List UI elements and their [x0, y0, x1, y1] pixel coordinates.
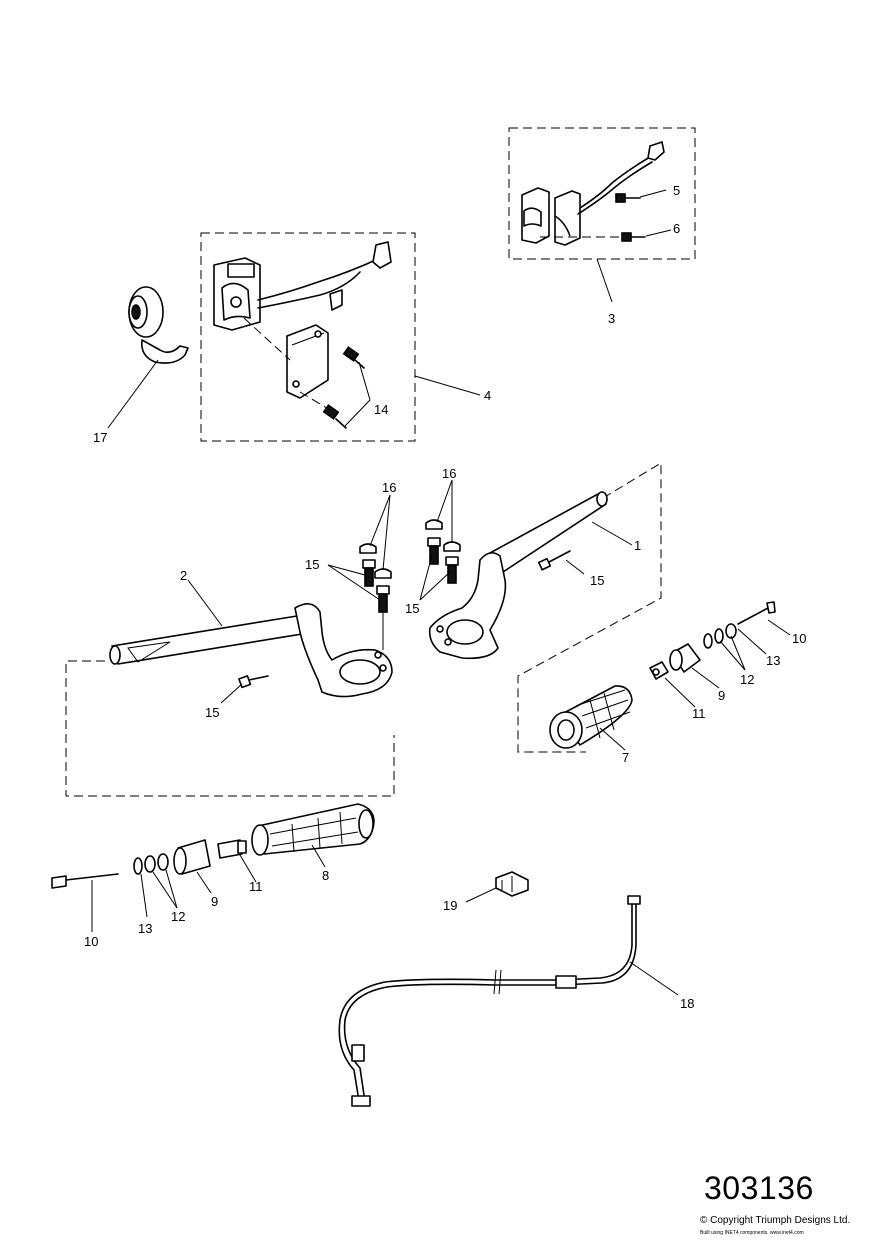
bar-end-weight-9-right	[669, 643, 701, 673]
callout-18: 18	[680, 996, 694, 1011]
bolt-10-right	[737, 601, 776, 625]
callout-14: 14	[374, 402, 388, 417]
cap-16-c	[425, 519, 443, 530]
screw-5	[615, 193, 641, 203]
switch-boot-17	[128, 286, 189, 364]
callout-1: 1	[634, 538, 641, 553]
callout-15-b: 15	[405, 601, 419, 616]
callout-9-left: 9	[211, 894, 218, 909]
screw-6	[621, 232, 646, 242]
switch-assembly-right-box	[508, 127, 696, 260]
grip-7	[549, 685, 633, 749]
callout-15-c: 15	[590, 573, 604, 588]
copyright-notice: © Copyright Triumph Designs Ltd.	[700, 1215, 851, 1226]
handlebar-right	[428, 491, 608, 660]
callout-13-right: 13	[766, 653, 780, 668]
cap-16-d	[443, 541, 461, 552]
callout-17: 17	[93, 430, 107, 445]
callout-9-right: 9	[718, 688, 725, 703]
callout-6: 6	[673, 221, 680, 236]
washers-12-13-right	[703, 623, 737, 649]
bolt-15-a	[362, 559, 376, 587]
left-switch-housing	[213, 241, 392, 331]
callout-19: 19	[443, 898, 457, 913]
callout-16-a: 16	[382, 480, 396, 495]
clip-19	[495, 871, 529, 897]
handlebar-left	[109, 603, 393, 698]
callout-2: 2	[180, 568, 187, 583]
bolt-15-d	[445, 556, 459, 584]
callout-11-right: 11	[692, 706, 706, 721]
fine-print: Built using INET4 components. www.inet4.…	[700, 1230, 804, 1236]
callout-5: 5	[673, 183, 680, 198]
left-bar-dashed-outline	[65, 660, 395, 797]
callout-15-d: 15	[205, 705, 219, 720]
bolt-10-left	[51, 873, 119, 889]
bolt-15-f	[238, 675, 269, 689]
callout-3: 3	[608, 311, 615, 326]
callout-12-right: 12	[740, 672, 754, 687]
callout-15-a: 15	[305, 557, 319, 572]
callout-10-right: 10	[792, 631, 806, 646]
cap-16-a	[359, 543, 377, 554]
cap-16-b	[374, 568, 392, 579]
callout-8: 8	[322, 868, 329, 883]
callout-11-left: 11	[249, 879, 263, 894]
bolt-15-e	[537, 550, 571, 571]
bolt-15-c	[427, 537, 441, 565]
switch-clamp	[286, 324, 329, 399]
callout-13-left: 13	[138, 921, 152, 936]
cable-18	[338, 895, 641, 1107]
callout-16-b: 16	[442, 466, 456, 481]
right-bar-dashed-outline	[517, 462, 662, 753]
bar-end-weight-9-left	[173, 839, 211, 875]
reference-number: 303136	[704, 1170, 814, 1206]
insert-11-right	[649, 661, 669, 680]
grip-8	[251, 803, 375, 856]
right-switch-housing	[521, 141, 665, 246]
callout-12-left: 12	[171, 909, 185, 924]
callout-4: 4	[484, 388, 491, 403]
screw-14a	[342, 346, 365, 369]
callout-10-left: 10	[84, 934, 98, 949]
callout-7: 7	[622, 750, 629, 765]
insert-11-left	[217, 839, 247, 859]
switch-assembly-left-box	[200, 232, 416, 442]
washers-12-13-left	[133, 853, 169, 875]
